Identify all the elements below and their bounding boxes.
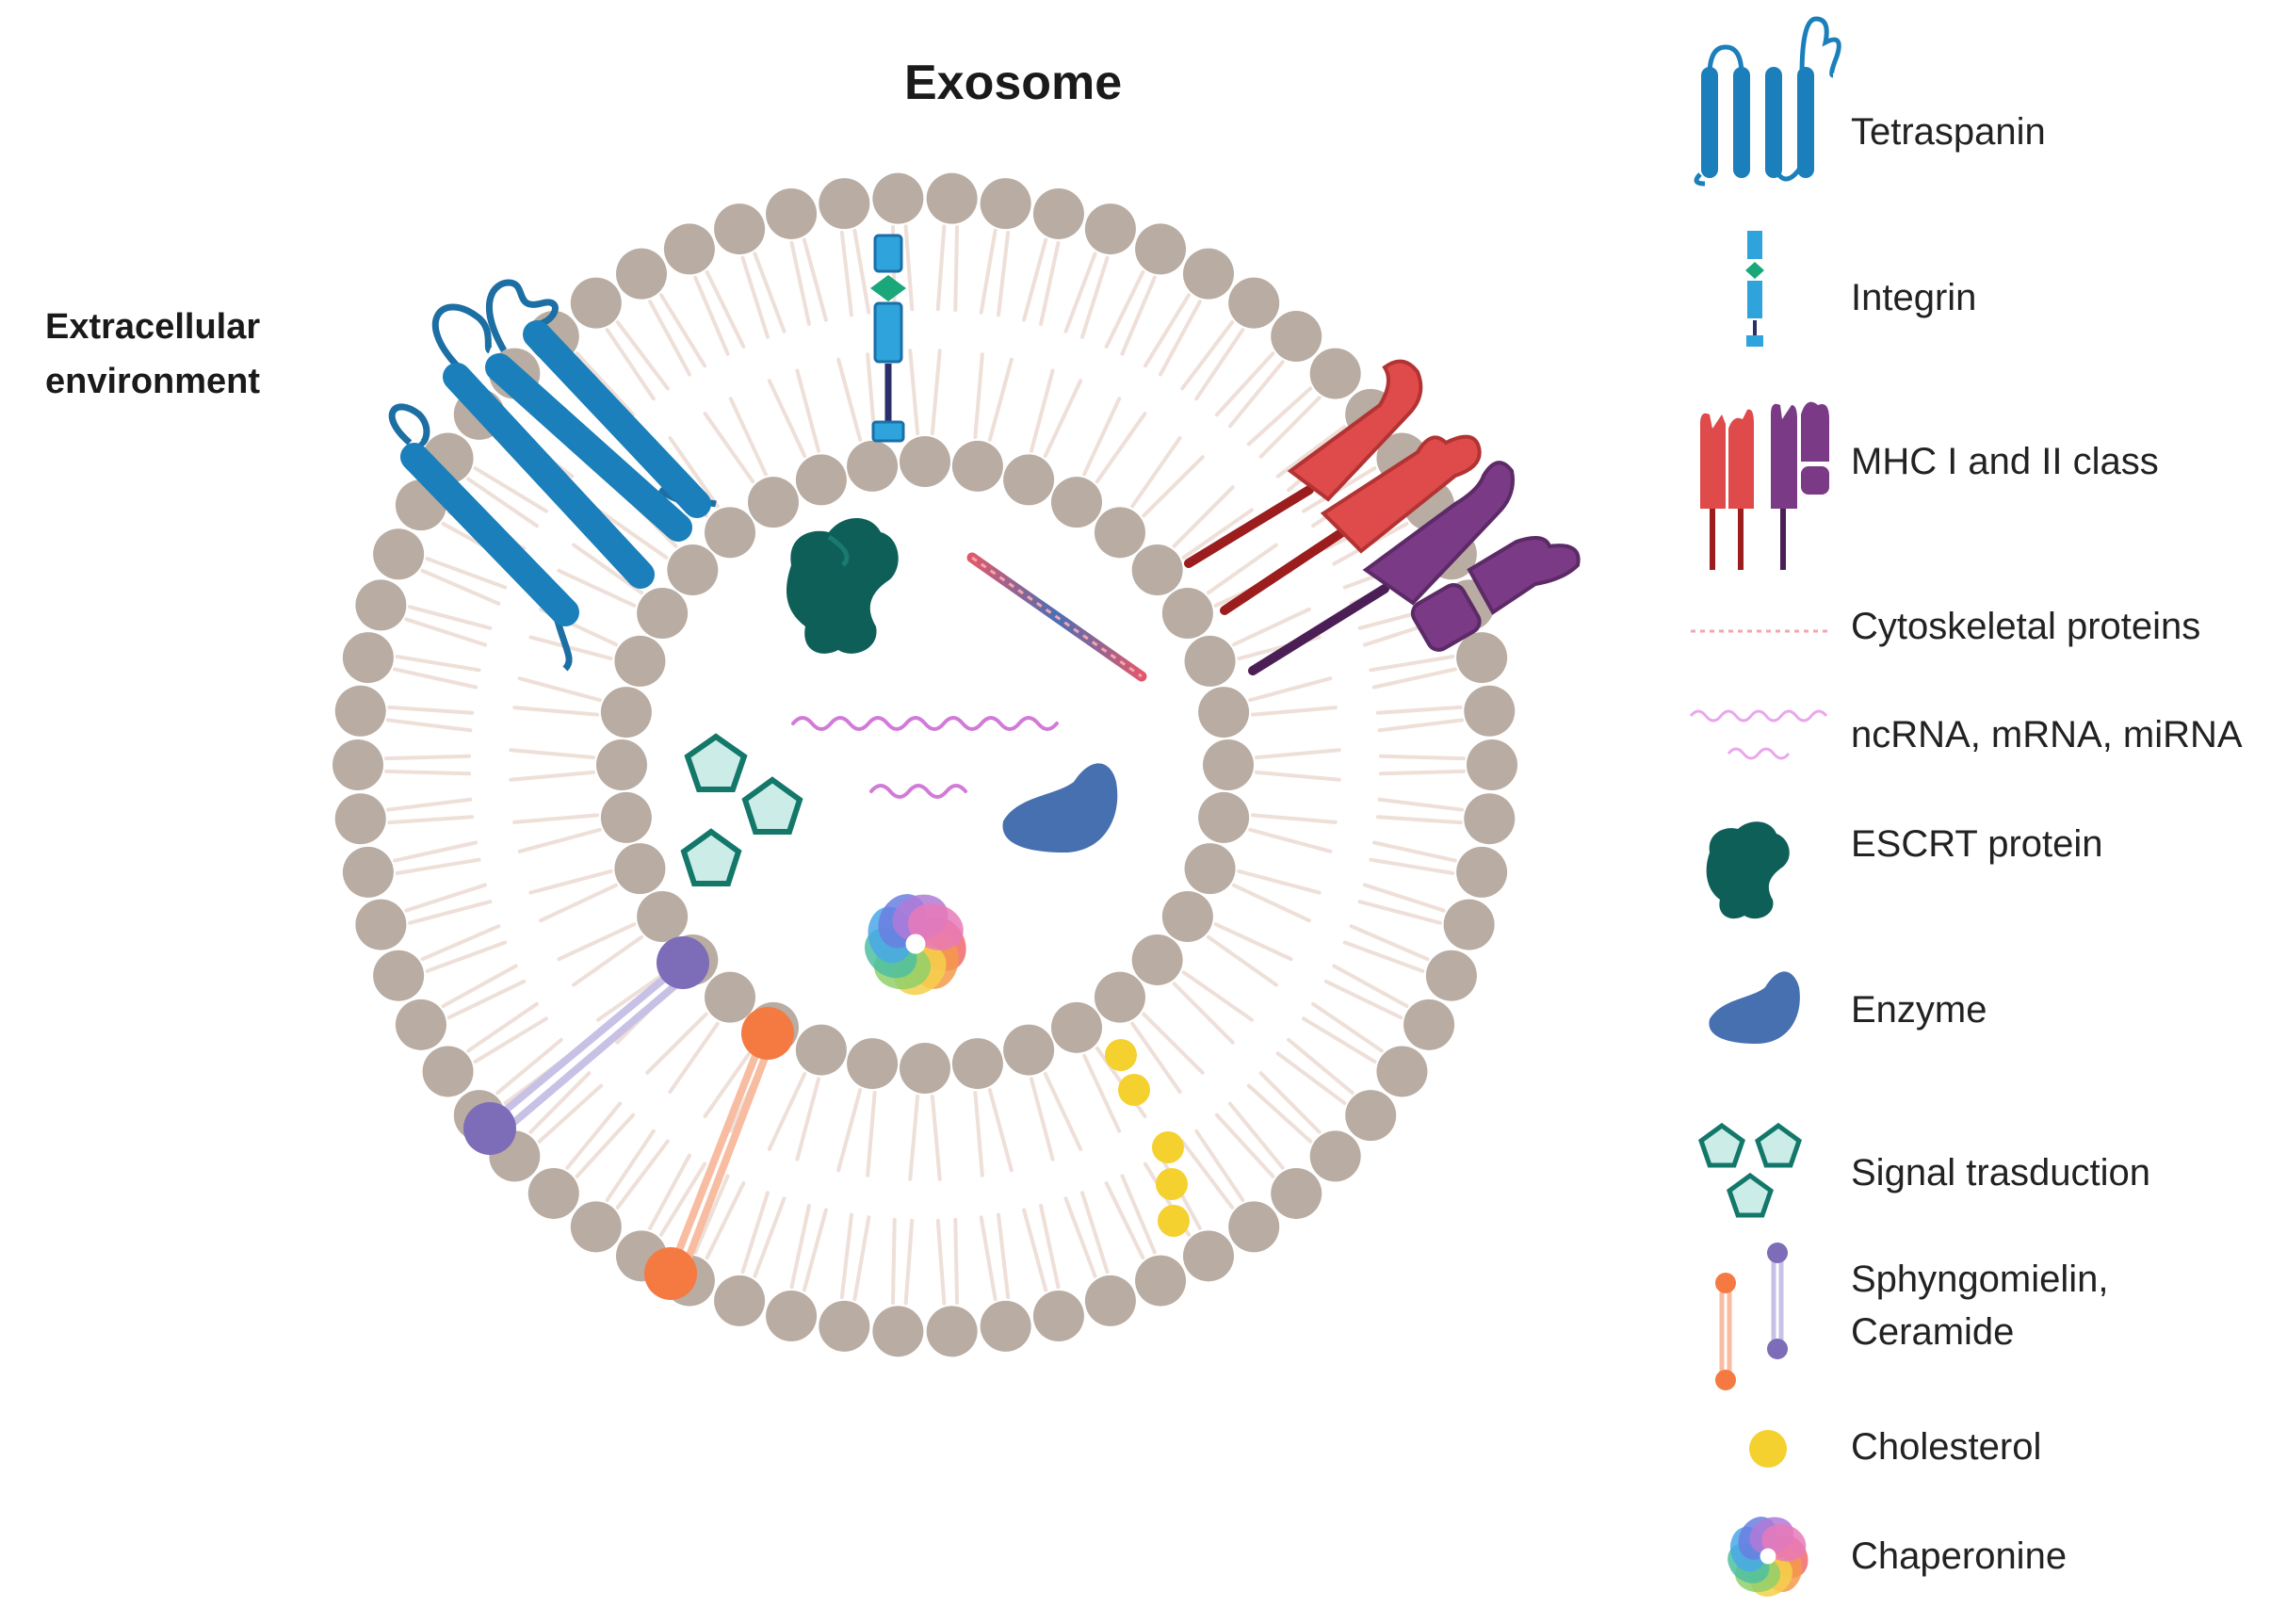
legend-label-sphingomyelin: Sphyngomielin, Ceramide [1851, 1253, 2109, 1358]
legend-label-sphingomyelin-line1: Sphyngomielin, [1851, 1259, 2109, 1300]
enzyme-icon [1709, 971, 1800, 1044]
environment-label-line2: environment [45, 362, 261, 401]
chaperonine-icon [1727, 1517, 1809, 1597]
legend-label-tetraspanin: Tetraspanin [1851, 111, 2046, 153]
mhc-icon [1700, 401, 1829, 570]
legend-label-signal: Signal trasduction [1851, 1152, 2150, 1194]
enzyme-lumen [1002, 763, 1118, 853]
legend-label-cholesterol: Cholesterol [1851, 1426, 2042, 1468]
escrt-protein-lumen [787, 518, 899, 654]
diagram-title: Exosome [904, 56, 1123, 110]
legend-label-rna: ncRNA, mRNA, miRNA [1851, 714, 2243, 755]
cytoskeletal-protein-lumen [966, 552, 1147, 682]
signal-transduction-lumen [680, 733, 803, 886]
legend-icons [1689, 16, 1841, 1597]
legend-label-mhc: MHC I and II class [1851, 441, 2159, 482]
environment-label-line1: Extracellular [45, 307, 261, 347]
ceramide-membrane [644, 1007, 794, 1300]
tetraspanin-icon [1694, 16, 1841, 187]
signal-transduction-icon [1698, 1122, 1802, 1218]
chaperonine-lumen [865, 894, 966, 996]
legend-label-cytoskeletal: Cytoskeletal proteins [1851, 606, 2201, 647]
rna-lumen [791, 716, 1059, 799]
cholesterol-membrane [1105, 1039, 1190, 1237]
integrin-membrane [870, 234, 906, 443]
legend-label-enzyme: Enzyme [1851, 989, 1987, 1031]
legend-label-sphingomyelin-line2: Ceramide [1851, 1311, 2015, 1353]
cholesterol-icon [1749, 1430, 1787, 1468]
extracellular-environment-label: Extracellular environment [45, 300, 260, 409]
escrt-protein-icon [1706, 821, 1790, 919]
tetraspanin-membrane [388, 279, 717, 672]
legend-label-escrt: ESCRT protein [1851, 823, 2103, 865]
legend-label-chaperonine: Chaperonine [1851, 1535, 2068, 1577]
sphingomyelin-ceramide-icon [1715, 1242, 1788, 1390]
rna-icon [1689, 709, 1828, 760]
sphingomyelin-membrane [463, 936, 709, 1155]
legend-label-integrin: Integrin [1851, 277, 1977, 318]
mhc-membrane [1184, 359, 1581, 675]
lipid-bilayer [333, 172, 1517, 1357]
integrin-icon [1745, 231, 1764, 347]
